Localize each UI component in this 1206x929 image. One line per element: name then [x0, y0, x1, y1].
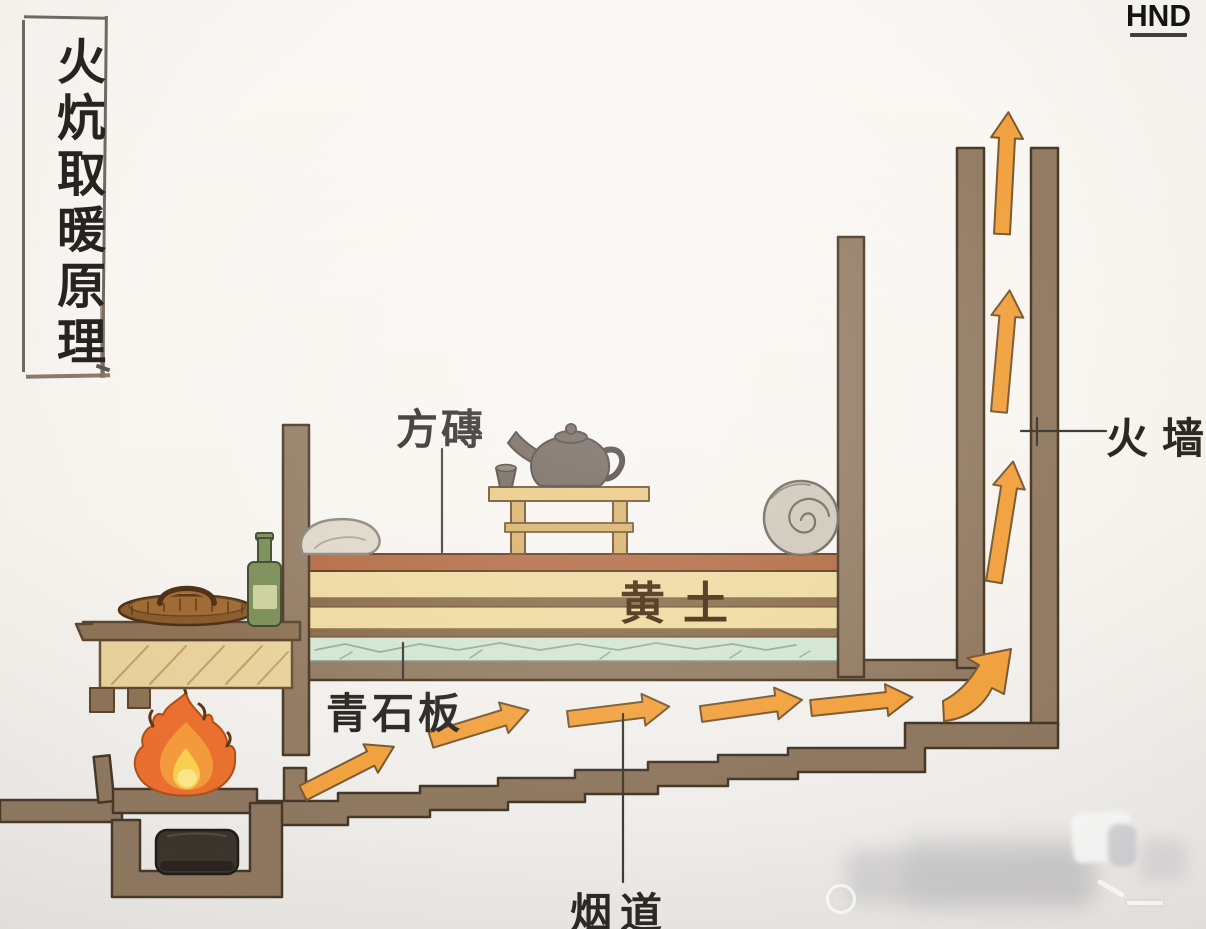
smoke-arrow-up-1	[985, 460, 1026, 585]
smoke-arrow-up-3	[990, 111, 1025, 236]
table-stretcher	[504, 522, 634, 533]
label-smoke-flue: 烟道	[570, 889, 671, 929]
leader-lines	[401, 416, 1108, 884]
firewall-inner-wall	[955, 146, 986, 670]
bench-top	[74, 620, 302, 642]
smoke-arrow-1	[298, 743, 395, 802]
firebox-mouth-stub	[92, 754, 116, 804]
page-title: 火炕取暖原理	[49, 36, 107, 372]
brand-tagline-bar	[1130, 33, 1187, 37]
stone-crack-lines	[314, 642, 797, 653]
smoke-arrow-2	[427, 701, 530, 749]
watermark-swirl-icon	[826, 884, 856, 914]
smoke-flow-arrows	[298, 111, 1026, 802]
teacup-icon	[495, 463, 517, 488]
bottle-label	[253, 585, 277, 609]
ash-box	[154, 828, 240, 876]
tea-table	[488, 486, 650, 555]
label-bluestone-slab: 青石板	[326, 689, 465, 738]
kang-left-wall	[281, 423, 311, 757]
smoke-arrow-5	[809, 683, 914, 717]
smoke-arrow-3	[566, 692, 671, 728]
yellow-earth-lower	[308, 605, 842, 630]
stone-crack-ticks	[339, 649, 811, 660]
title-frame-top	[23, 15, 107, 20]
label-yellow-earth: 黄土	[620, 577, 747, 630]
table-top	[488, 486, 650, 502]
smoke-arrow-4	[698, 686, 804, 723]
bench-leg-right	[127, 687, 151, 709]
title-box: 火炕取暖原理	[16, 10, 116, 388]
kang-end-wall	[836, 235, 866, 679]
leader-fire-wall	[1019, 416, 1108, 447]
ash-pit	[110, 801, 284, 899]
bench-wood-grain	[111, 645, 289, 685]
bottle-icon	[247, 532, 282, 627]
flame-icon	[133, 677, 237, 797]
teapot-icon	[507, 423, 626, 487]
stove-bench	[74, 620, 302, 713]
firewall-outer-wall	[1029, 146, 1060, 728]
label-square-brick: 方磚	[396, 405, 487, 454]
basket-icon	[117, 585, 257, 627]
brand-logo-text: HND	[1126, 0, 1191, 34]
pillow-icon	[299, 517, 381, 556]
kang-layers	[308, 553, 842, 662]
title-frame-accent	[100, 300, 105, 378]
blanket-roll-icon	[762, 479, 840, 557]
brand-logo: HND	[1126, 0, 1198, 42]
flue-stepped-floor	[253, 721, 1060, 827]
watermark-text: 一下	[1126, 882, 1175, 927]
yellow-earth-upper	[308, 569, 842, 599]
brick-surface-layer	[308, 553, 842, 572]
smoke-arrow-bend	[942, 648, 1012, 722]
bench-leg-left	[89, 687, 115, 713]
title-frame-left	[22, 20, 25, 372]
title-frame-bottom	[25, 373, 111, 379]
bench-body	[98, 638, 294, 690]
label-fire-wall: 火墙	[1106, 414, 1206, 463]
smoke-arrow-up-2	[990, 289, 1025, 414]
